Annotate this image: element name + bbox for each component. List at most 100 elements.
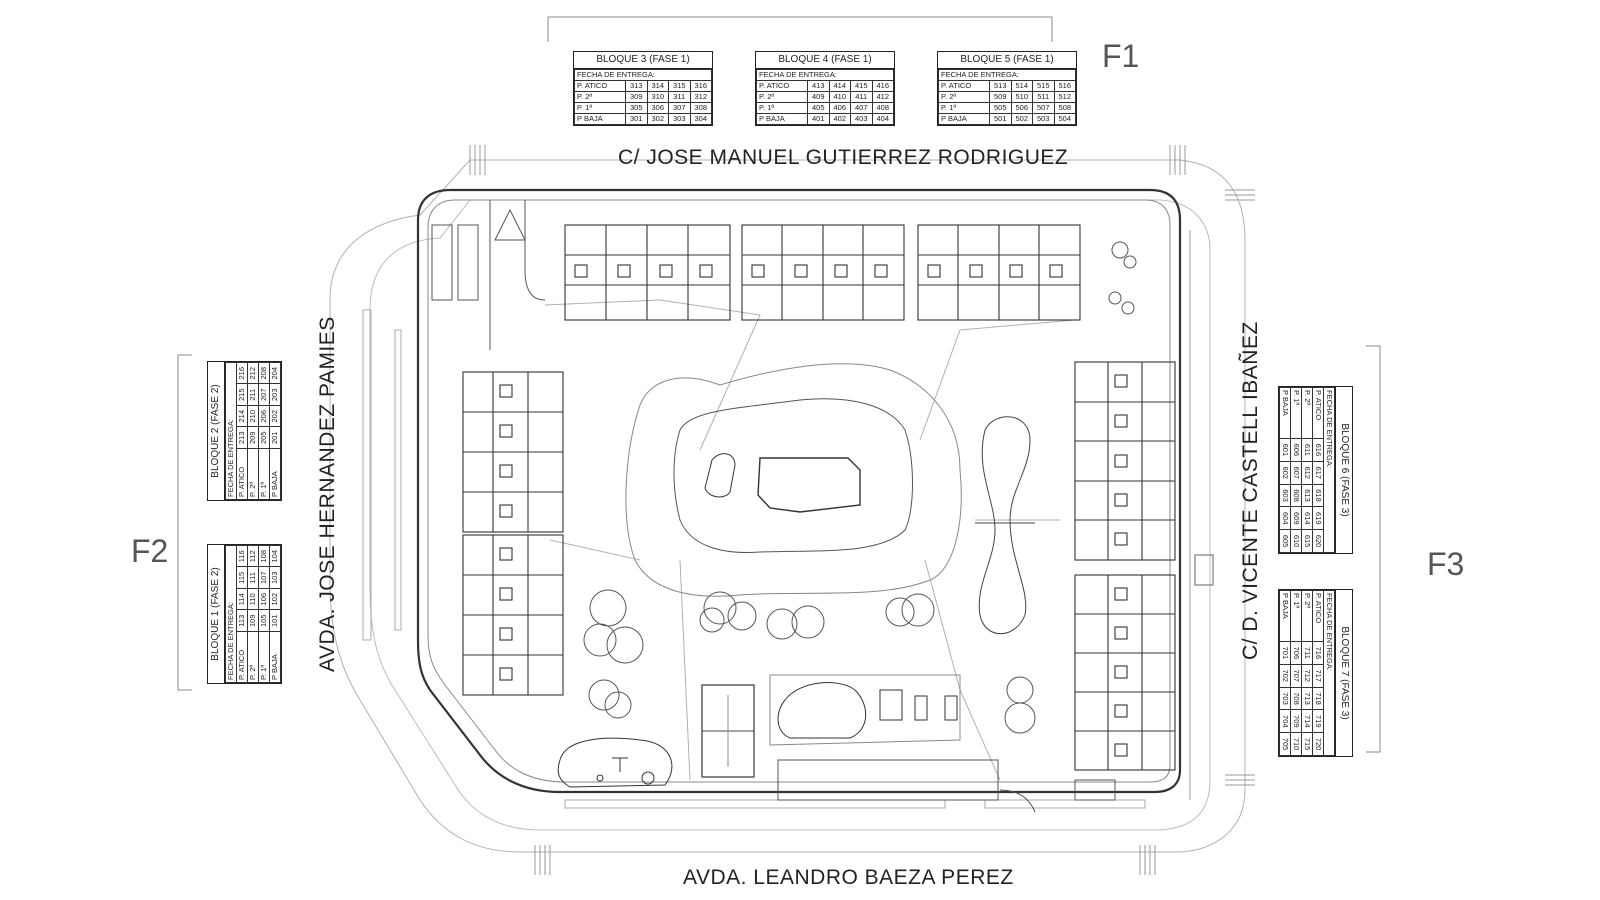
building-bloque-2 (462, 371, 564, 533)
phase-f1-label: F1 (1102, 38, 1140, 74)
unit-number: 106 (258, 588, 270, 610)
unit-number: 203 (269, 384, 281, 406)
fecha-entrega-label: FECHA DE ENTREGA: (1323, 590, 1335, 756)
unit-number: 101 (269, 610, 281, 632)
bloque-title: BLOQUE 6 (FASE 3) (1335, 387, 1352, 553)
unit-number: 715 (1301, 732, 1313, 756)
unit-number: 307 (668, 102, 691, 114)
unit-number: 611 (1301, 438, 1313, 462)
unit-number: 111 (247, 567, 259, 589)
phase-f2-label: F2 (131, 533, 169, 569)
unit-number: 403 (850, 113, 873, 125)
unit-number: 711 (1301, 641, 1313, 665)
unit-number: 416 (871, 80, 894, 92)
unit-number: 614 (1301, 506, 1313, 530)
unit-number: 514 (1010, 80, 1033, 92)
bloque-title: BLOQUE 1 (FASE 2) (208, 545, 225, 683)
bloque-title: BLOQUE 2 (FASE 2) (208, 362, 225, 500)
unit-number: 313 (625, 80, 648, 92)
floor-label: P. 1ª (1290, 387, 1302, 439)
f1-bracket (547, 16, 1053, 42)
unit-number: 414 (828, 80, 851, 92)
unit-number: 211 (247, 384, 259, 406)
building-bloque-5 (917, 224, 1081, 321)
unit-number: 619 (1312, 506, 1324, 530)
unit-number: 507 (1032, 102, 1055, 114)
building-bloque-4 (741, 224, 905, 321)
unit-number: 706 (1290, 641, 1302, 665)
fecha-entrega-label: FECHA DE ENTREGA: (938, 69, 1076, 81)
unit-number: 620 (1312, 529, 1324, 553)
unit-number: 512 (1053, 91, 1076, 103)
unit-number: 308 (689, 102, 712, 114)
floor-label: P. 2ª (247, 448, 259, 500)
unit-number: 408 (871, 102, 894, 114)
unit-number: 508 (1053, 102, 1076, 114)
floor-label: P BAJA (269, 448, 281, 500)
unit-number: 601 (1279, 438, 1291, 462)
central-plaza (625, 363, 962, 597)
unit-number: 515 (1032, 80, 1055, 92)
floor-label: P. 2ª (1301, 590, 1313, 642)
floor-label: P. ATICO (938, 80, 990, 92)
unit-number: 606 (1290, 438, 1302, 462)
unit-number: 205 (258, 427, 270, 449)
floor-label: P. 1ª (1290, 590, 1302, 642)
unit-number: 703 (1279, 687, 1291, 710)
floor-label: P. 2ª (938, 91, 990, 103)
floor-label: P. 1ª (574, 102, 626, 114)
fecha-entrega-label: FECHA DE ENTREGA: (1323, 387, 1335, 553)
floor-label: P. 2ª (574, 91, 626, 103)
unit-number: 702 (1279, 664, 1291, 688)
unit-number: 212 (247, 362, 259, 384)
unit-number: 207 (258, 384, 270, 406)
unit-number: 213 (236, 427, 248, 449)
unit-number: 616 (1312, 438, 1324, 462)
unit-number: 718 (1312, 687, 1324, 710)
floor-label: P. ATICO (236, 631, 248, 683)
unit-number: 405 (807, 102, 830, 114)
unit-number: 309 (625, 91, 648, 103)
floor-label: P BAJA (938, 113, 990, 125)
unit-number: 617 (1312, 461, 1324, 485)
street-north-label: C/ JOSE MANUEL GUTIERREZ RODRIGUEZ (618, 146, 1069, 169)
unit-number: 407 (850, 102, 873, 114)
floor-label: P. 1ª (258, 631, 270, 683)
unit-number: 206 (258, 405, 270, 427)
unit-number: 316 (689, 80, 712, 92)
unit-number: 412 (871, 91, 894, 103)
floor-label: P. ATICO (574, 80, 626, 92)
unit-number: 608 (1290, 484, 1302, 507)
table-bloque-5: BLOQUE 5 (FASE 1)FECHA DE ENTREGA:P. ATI… (937, 51, 1077, 126)
unit-number: 712 (1301, 664, 1313, 688)
unit-number: 704 (1279, 709, 1291, 733)
unit-number: 709 (1290, 709, 1302, 733)
phase-f3-label: F3 (1427, 546, 1465, 582)
unit-number: 404 (871, 113, 894, 125)
unit-number: 109 (247, 610, 259, 632)
f2-bracket (177, 354, 192, 691)
unit-number: 719 (1312, 709, 1324, 733)
building-bloque-1 (462, 534, 564, 696)
unit-number: 411 (850, 91, 873, 103)
unit-number: 104 (269, 545, 281, 567)
floor-label: P. 2ª (1301, 387, 1313, 439)
bloque-title: BLOQUE 7 (FASE 3) (1335, 590, 1352, 756)
unit-number: 503 (1032, 113, 1055, 125)
unit-number: 705 (1279, 732, 1291, 756)
unit-number: 504 (1053, 113, 1076, 125)
street-east-label: C/ D. VICENTE CASTELL IBAÑEZ (1239, 321, 1262, 660)
fecha-entrega-label: FECHA DE ENTREGA: (225, 545, 237, 683)
